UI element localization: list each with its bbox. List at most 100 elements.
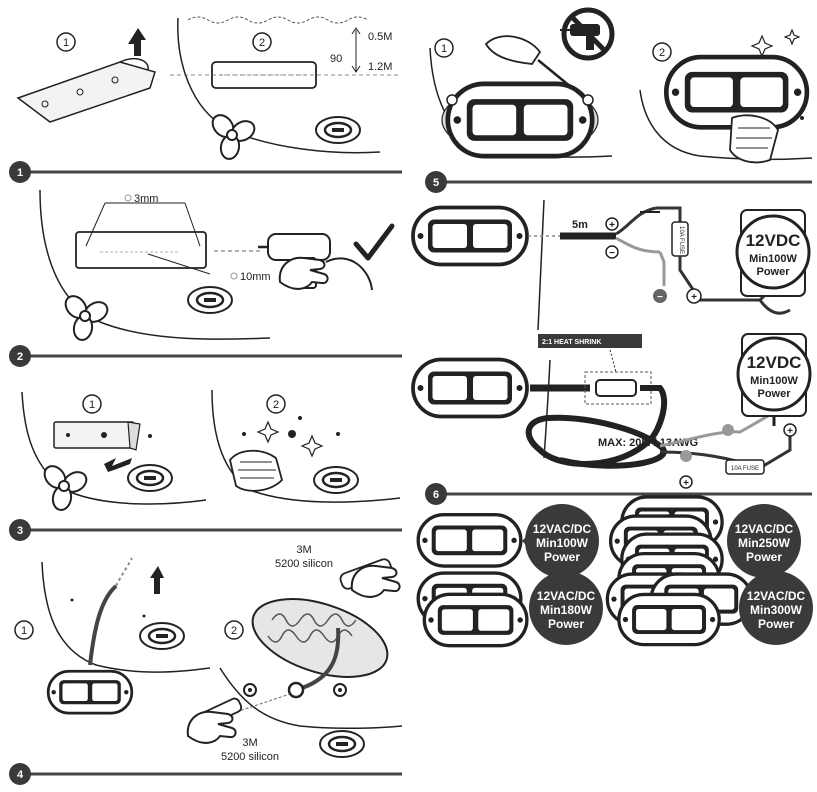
svg-text:+: + — [787, 426, 793, 437]
led-lamp-icon — [411, 357, 529, 419]
step-2-panel: 3mm 10mm 2 — [9, 189, 402, 367]
led-lamp-icon — [422, 592, 529, 648]
psu-min: Min100W — [749, 253, 797, 265]
power-label: Power — [758, 617, 794, 631]
sparkle-icon — [256, 420, 280, 444]
cleaning-cloth-icon — [729, 114, 779, 164]
psu-voltage: 12VDC — [746, 231, 801, 250]
led-lamp-icon — [448, 84, 592, 156]
psu-min: Min100W — [750, 375, 798, 387]
power-min: Min250W — [738, 536, 791, 550]
push-arrow-icon — [150, 566, 164, 594]
psu-power: Power — [756, 266, 790, 278]
step-number: 4 — [17, 769, 24, 781]
hull-outline — [41, 561, 211, 673]
silicon-brand: 3M — [242, 737, 257, 749]
svg-text:−: − — [657, 292, 663, 303]
drain-plug-icon — [312, 465, 360, 495]
psu-voltage: 12VDC — [747, 353, 802, 372]
step-3-panel: 1 2 3 — [9, 389, 402, 541]
sub-step-label: 1 — [441, 43, 447, 55]
power-min: Min180W — [540, 603, 593, 617]
silicon-tube-icon — [339, 558, 401, 598]
fuse-label: 10A FUSE — [731, 466, 759, 472]
sub-step-label: 1 — [63, 37, 69, 49]
peel-arrow-icon — [128, 28, 146, 56]
template-sheet — [16, 61, 156, 123]
propeller-icon — [39, 461, 91, 513]
drill-icon — [258, 233, 373, 291]
power-supply-2: 12VDC Min100W Power — [736, 333, 812, 417]
step-4-panel: 1 2 3M 5200 silicon 3M 5200 silicon — [9, 544, 403, 785]
remove-arrow-icon — [104, 458, 132, 472]
power-voltage: 12VAC/DC — [735, 522, 794, 536]
power-req-4-lights: 12VAC/DC Min300W Power — [605, 551, 813, 647]
step-number: 5 — [433, 177, 439, 189]
drain-plug-icon — [126, 463, 174, 493]
lamp-template — [75, 231, 207, 269]
svg-text:+: + — [683, 478, 689, 489]
screwdriver-icon — [484, 35, 583, 97]
power-label: Power — [548, 617, 584, 631]
step-1-panel: 1 2 0.5M 1.2M 90 1 — [9, 16, 402, 183]
led-lamp-icon — [411, 205, 529, 267]
depth-max: 1.2M — [368, 61, 392, 73]
lamp-cable — [88, 584, 118, 666]
silicon-name: 5200 silicon — [275, 558, 333, 570]
power-voltage: 12VAC/DC — [533, 522, 592, 536]
step-number: 2 — [17, 351, 23, 363]
hull-outline — [639, 89, 813, 161]
heat-shrink-label: 2:1 HEAT SHRINK — [542, 339, 601, 346]
hull-outline — [219, 667, 403, 730]
depth-min: 0.5M — [368, 31, 392, 43]
screw-icon — [446, 94, 458, 106]
power-req-3-lights: 12VAC/DC Min250W Power — [608, 495, 801, 586]
led-lamp-icon — [416, 513, 523, 568]
sparkle-icon — [300, 434, 324, 458]
max-cable-spec: MAX: 20M / 13AWG — [598, 437, 698, 449]
svg-text:+: + — [609, 220, 615, 231]
fuse-label: 10A FUSE — [678, 226, 684, 254]
fuse-holder — [725, 459, 765, 475]
silicon-brand: 3M — [296, 544, 311, 556]
led-lamp-icon — [46, 669, 134, 715]
power-voltage: 12VAC/DC — [747, 589, 806, 603]
led-lamp-icon — [617, 592, 721, 647]
sub-step-label: 2 — [231, 625, 237, 637]
sub-step-label: 1 — [21, 625, 27, 637]
screw-icon — [582, 94, 594, 106]
power-label: Power — [544, 550, 580, 564]
lamp-cable — [295, 627, 341, 692]
power-voltage: 12VAC/DC — [537, 589, 596, 603]
step-number: 1 — [17, 167, 23, 179]
hull-outline — [543, 359, 551, 459]
no-power-drill-icon — [560, 7, 615, 61]
step-6-panel: 5m + − 10A FUSE − + 12VDC Min100W Power … — [411, 199, 813, 648]
drain-plug-icon — [318, 729, 366, 759]
hole-label: 10mm — [240, 271, 271, 283]
power-min: Min100W — [536, 536, 589, 550]
angle-label: 90 — [330, 53, 342, 65]
power-req-2-lights: 12VAC/DC Min180W Power — [416, 571, 603, 648]
power-req-1-light: 12VAC/DC Min100W Power — [416, 504, 599, 578]
step-5-panel: 1 2 5 — [425, 7, 813, 193]
heat-shrink-tube — [538, 334, 642, 348]
svg-text:−: − — [609, 248, 615, 259]
sub-step-label: 1 — [89, 399, 95, 411]
cleaning-cloth-icon — [229, 449, 284, 492]
svg-text:+: + — [691, 292, 697, 303]
step-number: 6 — [433, 489, 439, 501]
water-line — [187, 16, 369, 24]
power-supply-1: 12VDC Min100W Power — [735, 209, 811, 297]
heat-shrink-joint — [595, 379, 637, 397]
drain-plug-icon — [314, 115, 362, 145]
drain-plug-icon — [186, 285, 234, 315]
psu-power: Power — [757, 388, 791, 400]
power-label: Power — [746, 550, 782, 564]
lamp-back-silicon — [251, 598, 389, 678]
silicon-name: 5200 silicon — [221, 751, 279, 763]
sub-step-label: 2 — [259, 37, 265, 49]
silicon-gun-icon — [186, 697, 243, 744]
power-min: Min300W — [750, 603, 803, 617]
